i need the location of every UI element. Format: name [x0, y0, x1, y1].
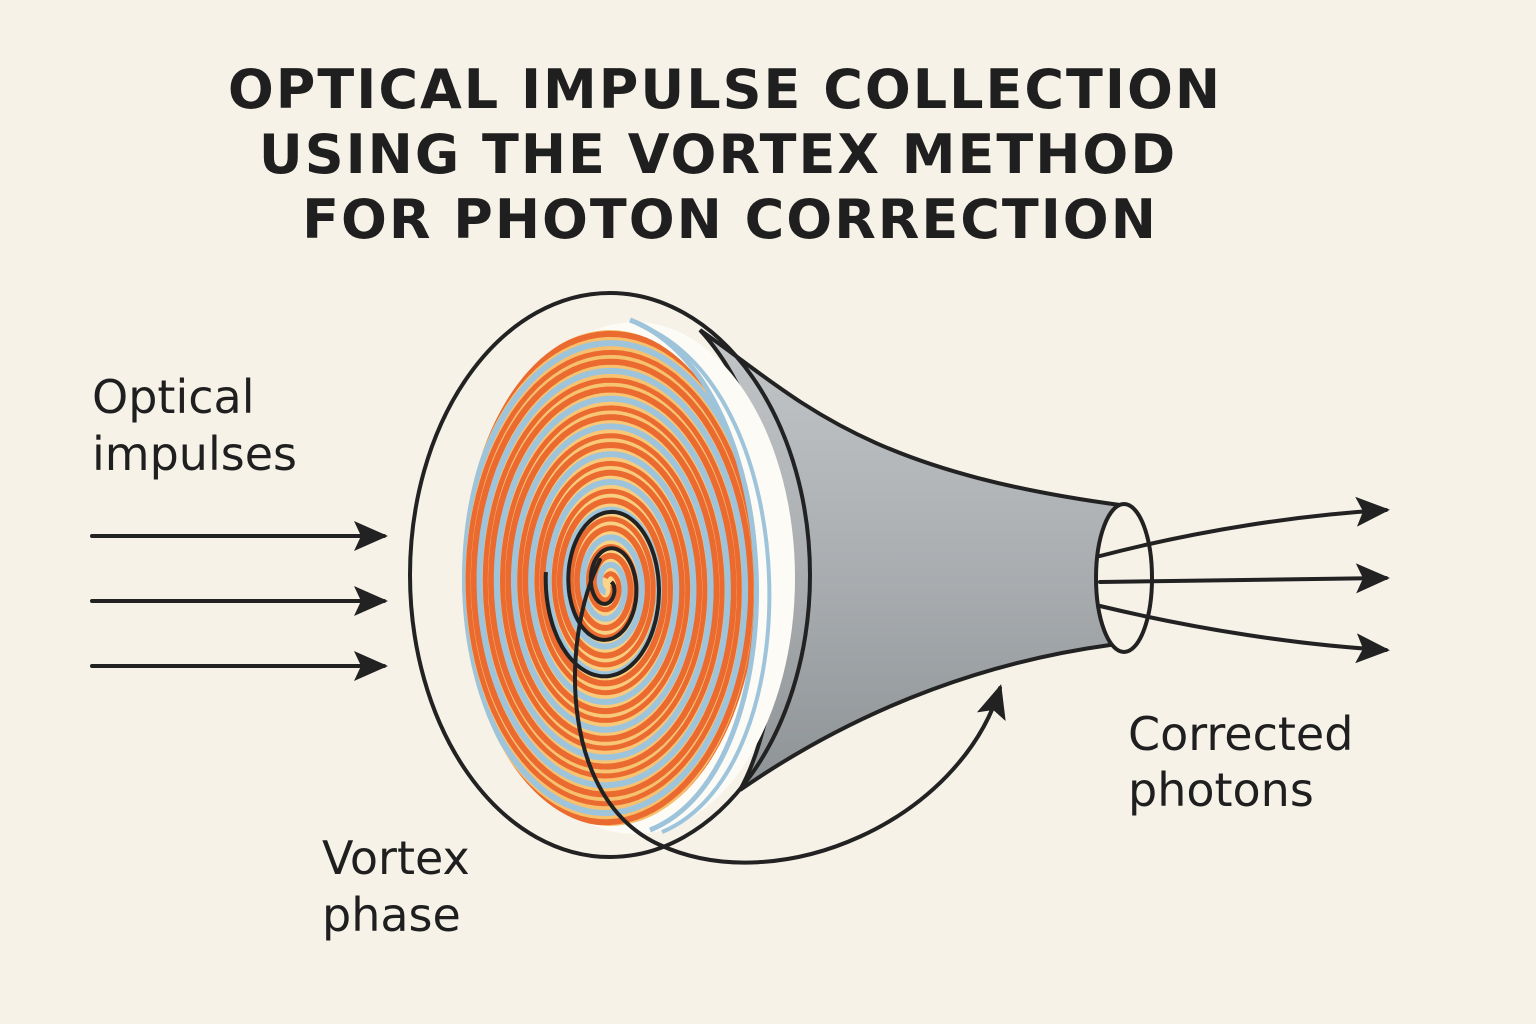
output-label: Corrected photons [1128, 707, 1353, 817]
vortex-outer-ring [408, 291, 812, 859]
funnel-outlet [1094, 502, 1154, 654]
spiral-orange-a [462, 330, 758, 826]
curved-arrow-icon [573, 558, 1006, 865]
vortex-spiral [462, 330, 758, 826]
output-arrows [1098, 496, 1390, 664]
vortex-disc [462, 317, 795, 834]
arrow-right-icon [1098, 604, 1390, 664]
spiral-core [543, 509, 662, 679]
phase-label-line-2: phase [322, 888, 461, 942]
arrow-right-icon [1098, 496, 1390, 558]
output-label-line-2: photons [1128, 763, 1314, 817]
output-label-line-1: Corrected [1128, 707, 1353, 761]
phase-label: Vortex phase [322, 831, 470, 942]
phase-label-line-1: Vortex [322, 831, 470, 885]
arrow-right-icon [1098, 563, 1390, 594]
diagram-title: OPTICAL IMPULSE COLLECTION USING THE VOR… [228, 58, 1222, 251]
title-line-3: FOR PHOTON CORRECTION [302, 188, 1158, 251]
input-arrows [90, 521, 388, 681]
input-label: Optical impulses [92, 370, 297, 481]
input-label-line-1: Optical [92, 370, 254, 424]
spiral-blue [462, 340, 758, 826]
input-label-line-2: impulses [92, 427, 297, 481]
title-line-1: OPTICAL IMPULSE COLLECTION [228, 58, 1222, 121]
title-line-2: USING THE VORTEX METHOD [259, 123, 1177, 186]
